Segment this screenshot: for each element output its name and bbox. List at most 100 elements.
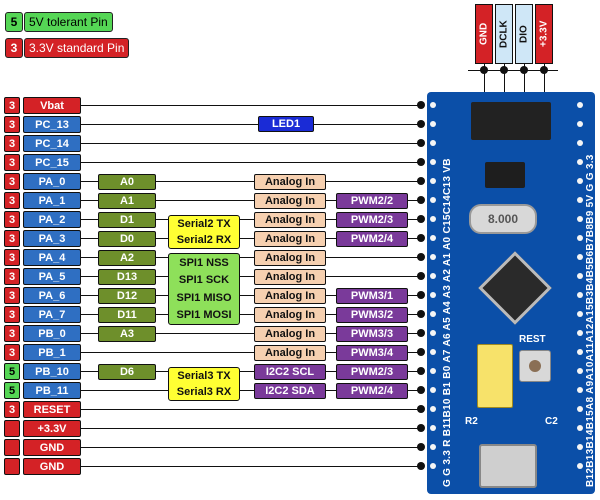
- top-header-pin-label: DCLK: [495, 4, 513, 64]
- pin-hole: [577, 121, 583, 127]
- regulator-chip: [485, 162, 525, 188]
- serial3-rx-label: Serial3 RX: [176, 386, 232, 398]
- pin-connector-dot: [417, 158, 425, 166]
- pin-hole: [430, 444, 436, 450]
- crystal: 8.000: [469, 204, 537, 234]
- pin-hole: [577, 178, 583, 184]
- legend-5v-label: 5V tolerant Pin: [24, 12, 113, 32]
- pin-voltage-badge: 3: [4, 306, 20, 323]
- pin-hole: [577, 349, 583, 355]
- pin-label: PA_6: [23, 287, 81, 304]
- pin-connector-line: [81, 447, 421, 448]
- stm32-blue-pill-board: G G 3.3 R B11B10 B1 B0 A7 A6 A5 A4 A3 A2…: [427, 92, 596, 494]
- pin-hole: [430, 368, 436, 374]
- pwm-label: PWM2/3: [336, 212, 408, 228]
- reset-button[interactable]: [519, 350, 551, 382]
- pin-voltage-badge: 3: [4, 287, 20, 304]
- pin-connector-line: [81, 105, 421, 106]
- spi1-box: SPI1 NSS SPI1 SCK SPI1 MISO SPI1 MOSI: [168, 253, 240, 325]
- pin-connector-line: [81, 295, 421, 296]
- arduino-pin-label: A2: [98, 250, 156, 266]
- pin-hole: [430, 140, 436, 146]
- pin-voltage-badge: 3: [4, 97, 20, 114]
- pin-label: PA_5: [23, 268, 81, 285]
- pin-hole: [430, 102, 436, 108]
- pin-hole: [577, 311, 583, 317]
- pin-hole: [577, 425, 583, 431]
- pin-voltage-badge: [4, 420, 20, 437]
- pin-voltage-badge: 3: [4, 192, 20, 209]
- legend-3v3-label: 3.3V standard Pin: [24, 38, 130, 58]
- pwm-label: PWM2/4: [336, 383, 408, 399]
- pin-connector-line: [81, 200, 421, 201]
- led1-label: LED1: [258, 116, 314, 132]
- arduino-pin-label: A0: [98, 174, 156, 190]
- pin-hole: [577, 235, 583, 241]
- analog-in-label: Analog In: [254, 345, 326, 361]
- pin-hole: [577, 197, 583, 203]
- pwm-label: PWM2/3: [336, 364, 408, 380]
- pin-label: PA_1: [23, 192, 81, 209]
- c2-label: C2: [545, 416, 558, 427]
- serial2-rx-label: Serial2 RX: [176, 234, 232, 246]
- usb-connector[interactable]: [479, 444, 537, 488]
- pin-connector-dot: [417, 424, 425, 432]
- top-header-pin-label: GND: [475, 4, 493, 64]
- boot-jumpers[interactable]: [477, 344, 513, 408]
- pin-hole: [430, 311, 436, 317]
- pin-voltage-badge: 3: [4, 173, 20, 190]
- arduino-pin-label: D1: [98, 212, 156, 228]
- pin-hole: [430, 273, 436, 279]
- arduino-pin-label: D11: [98, 307, 156, 323]
- pin-voltage-badge: 3: [4, 116, 20, 133]
- top-header-pin-label: +3.3V: [535, 4, 553, 64]
- pin-hole: [577, 216, 583, 222]
- arduino-pin-label: D6: [98, 364, 156, 380]
- pin-connector-dot: [417, 443, 425, 451]
- reset-label: REST: [519, 334, 546, 345]
- pin-hole: [577, 254, 583, 260]
- pin-voltage-badge: [4, 439, 20, 456]
- pin-label: PB_10: [23, 363, 81, 380]
- pin-hole: [577, 292, 583, 298]
- pin-connector-line: [81, 276, 421, 277]
- analog-in-label: Analog In: [254, 307, 326, 323]
- pin-connector-line: [81, 409, 421, 410]
- pin-label: Vbat: [23, 97, 81, 114]
- pin-connector-line: [81, 124, 421, 125]
- pin-voltage-badge: 3: [4, 135, 20, 152]
- pin-connector-line: [81, 219, 421, 220]
- reset-button-knob: [529, 360, 541, 372]
- top-header-pin-label: DIO: [515, 4, 533, 64]
- pin-hole: [430, 463, 436, 469]
- pin-label: PA_4: [23, 249, 81, 266]
- pin-voltage-badge: 3: [4, 268, 20, 285]
- analog-in-label: Analog In: [254, 193, 326, 209]
- pin-hole: [430, 406, 436, 412]
- pwm-label: PWM3/2: [336, 307, 408, 323]
- pin-connector-line: [81, 390, 421, 391]
- pin-hole: [430, 425, 436, 431]
- pin-hole: [430, 178, 436, 184]
- pin-label: +3.3V: [23, 420, 81, 437]
- pin-hole: [430, 235, 436, 241]
- pin-connector-dot: [417, 196, 425, 204]
- pin-voltage-badge: 3: [4, 211, 20, 228]
- pin-connector-dot: [417, 253, 425, 261]
- pin-connector-line: [81, 333, 421, 334]
- pin-hole: [430, 197, 436, 203]
- arduino-pin-label: D12: [98, 288, 156, 304]
- pin-hole: [577, 368, 583, 374]
- pin-connector-line: [81, 143, 421, 144]
- pin-voltage-badge: 3: [4, 401, 20, 418]
- pin-label: PC_15: [23, 154, 81, 171]
- pin-connector-line: [81, 314, 421, 315]
- pwm-label: PWM2/2: [336, 193, 408, 209]
- pin-label: PA_2: [23, 211, 81, 228]
- pin-label: PA_3: [23, 230, 81, 247]
- pin-connector-dot: [417, 367, 425, 375]
- left-edge-labels: G G 3.3 R B11B10 B1 B0 A7 A6 A5 A4 A3 A2…: [442, 158, 453, 487]
- pin-connector-dot: [417, 101, 425, 109]
- pin-connector-dot: [417, 386, 425, 394]
- pin-connector-line: [81, 428, 421, 429]
